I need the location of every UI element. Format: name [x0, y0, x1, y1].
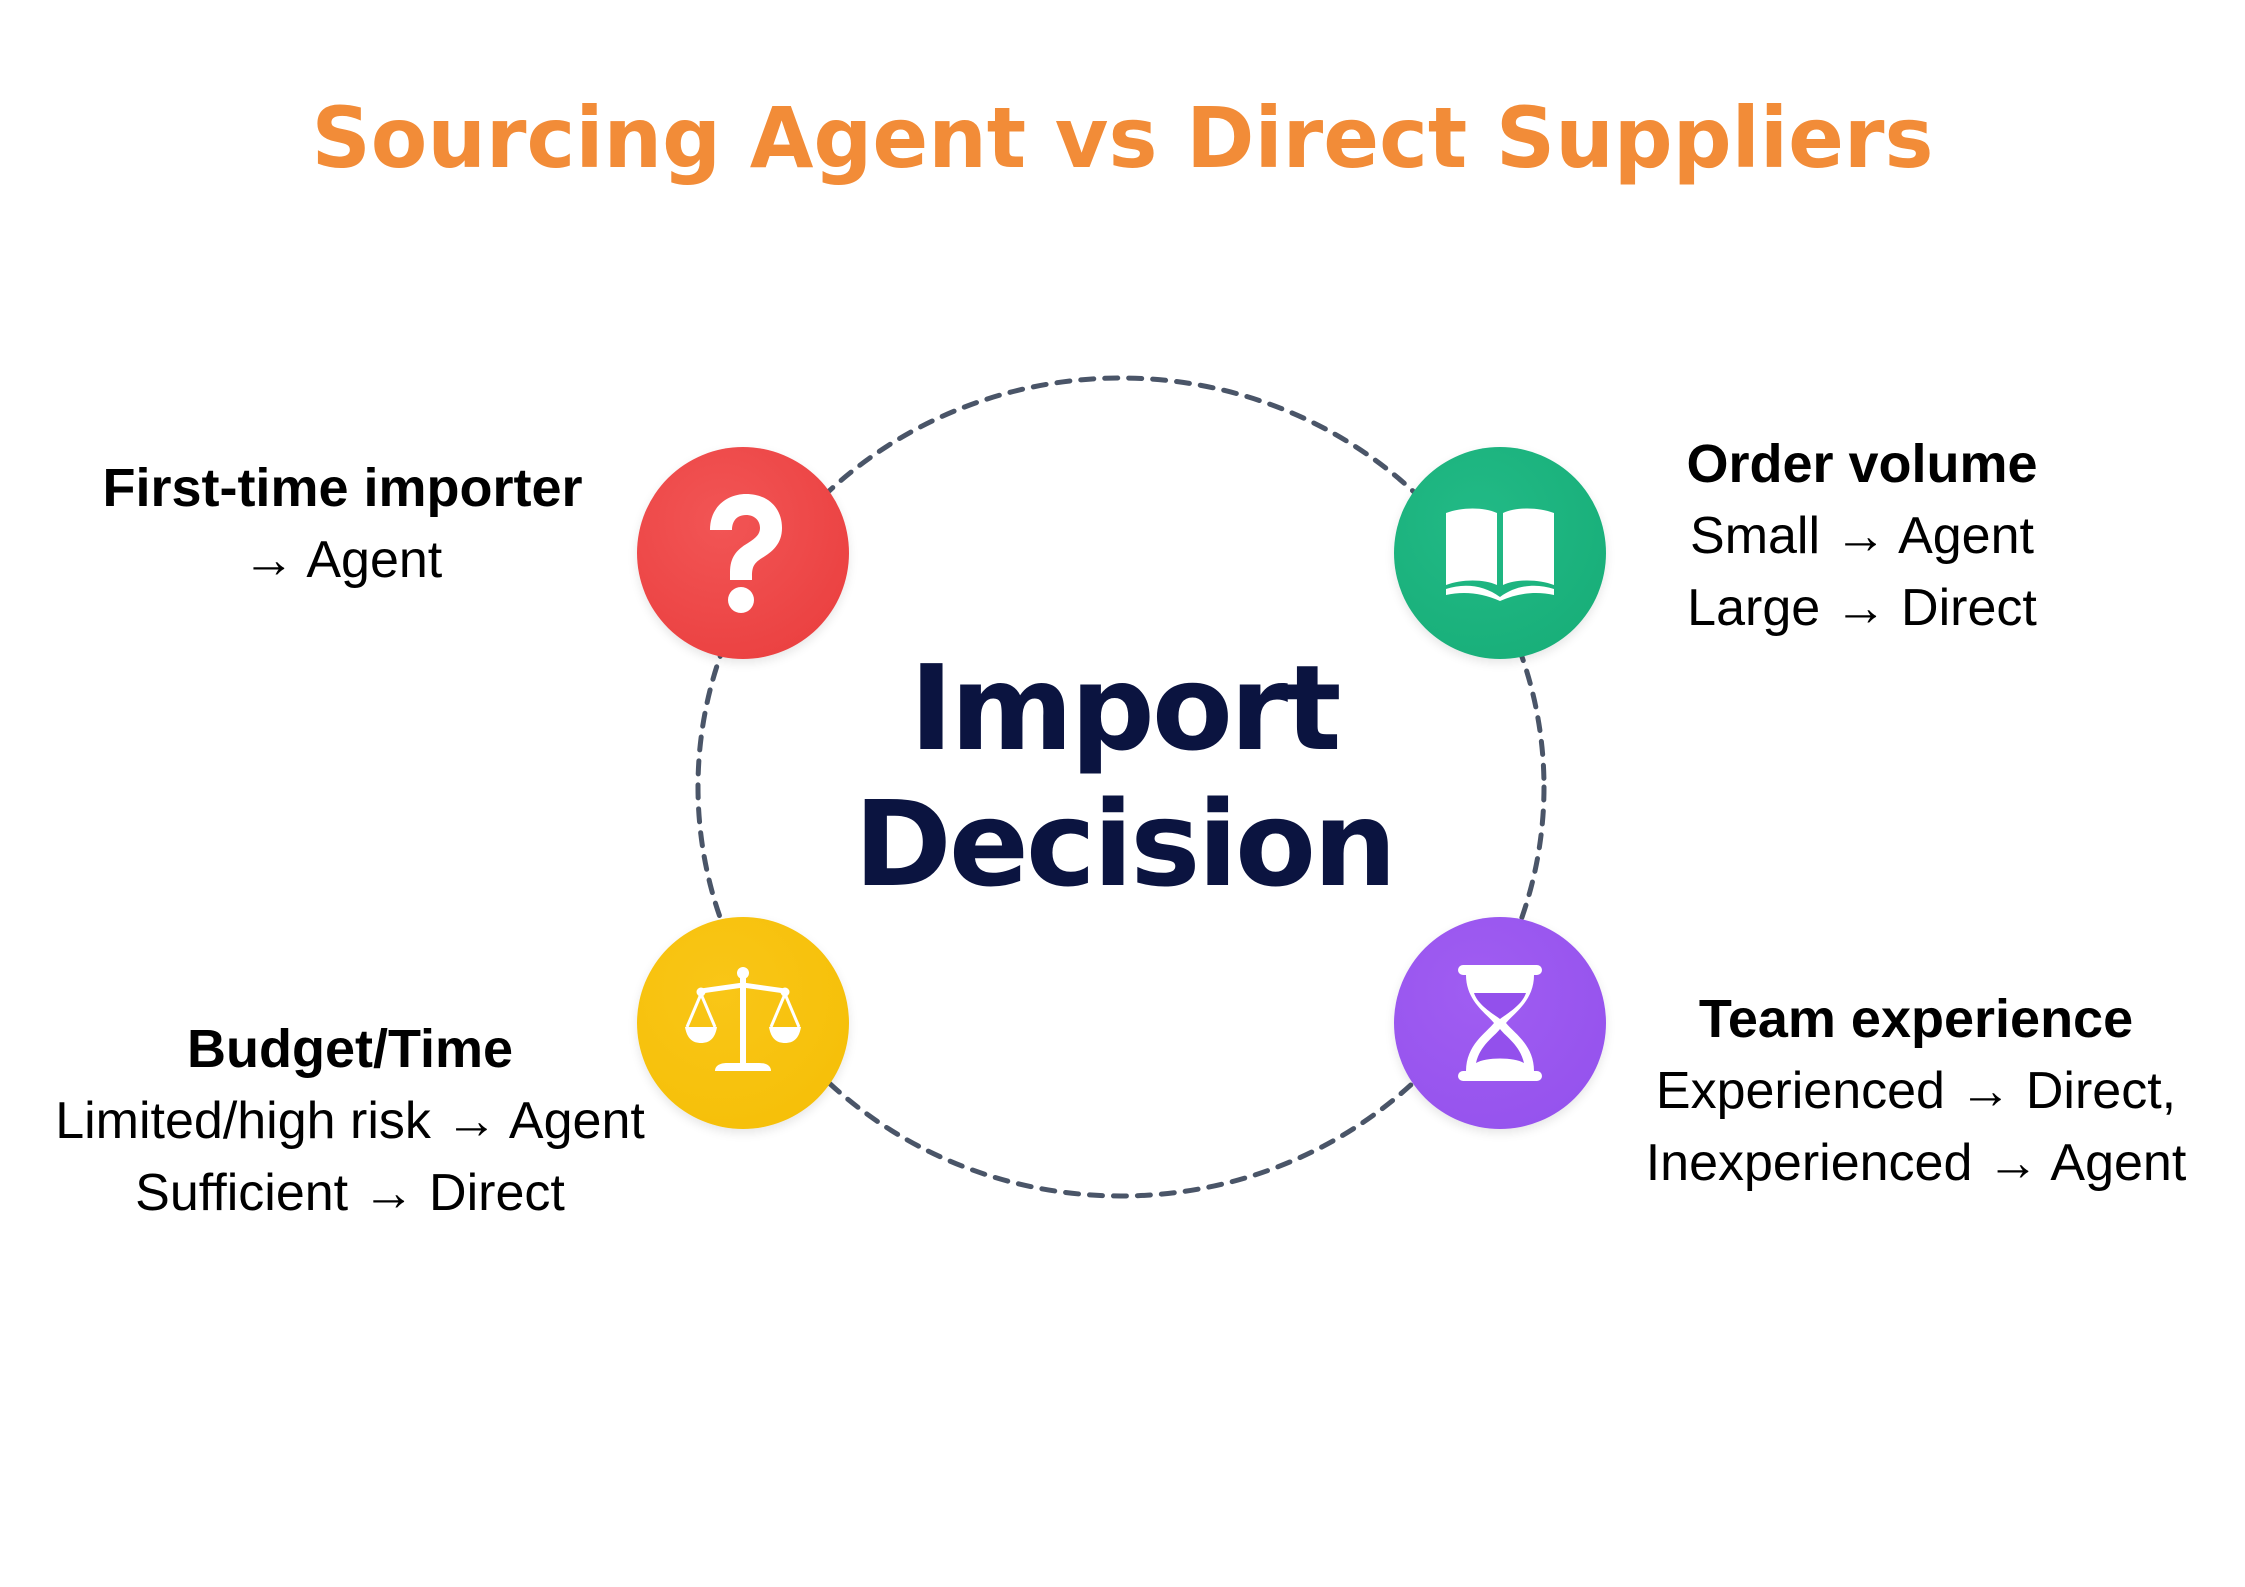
factor-heading: Budget/Time: [186, 1019, 514, 1079]
factor-line: Experienced → Direct,: [1655, 1062, 2177, 1120]
node-first-time-importer: [637, 447, 849, 659]
center-label-line1: Import: [909, 639, 1342, 777]
factor-line: Limited/high risk → Agent: [55, 1092, 645, 1150]
factor-team-experience: Team experience Experienced → Direct, In…: [1596, 983, 2236, 1199]
factor-line: Small → Agent: [1690, 507, 2034, 565]
factor-budget-time: Budget/Time Limited/high risk → Agent Su…: [20, 1013, 680, 1229]
center-label-line2: Decision: [853, 775, 1397, 913]
question-mark-icon: [710, 494, 782, 613]
factor-heading: Order volume: [1686, 434, 2038, 494]
page-title: Sourcing Agent vs Direct Suppliers: [311, 89, 1934, 187]
factor-line: Large → Direct: [1687, 579, 2037, 637]
factor-line: Sufficient → Direct: [135, 1164, 565, 1222]
factor-line: Inexperienced → Agent: [1645, 1134, 2187, 1192]
open-book-icon: [1446, 508, 1554, 601]
node-team-experience: [1394, 917, 1606, 1129]
factor-heading: First-time importer: [102, 458, 583, 518]
hourglass-icon: [1458, 965, 1542, 1081]
center-label: Import Decision: [760, 640, 1488, 912]
node-budget-time: [637, 917, 849, 1129]
node-order-volume: [1394, 447, 1606, 659]
factor-first-time-importer: First-time importer → Agent: [40, 452, 645, 596]
scales-icon: [685, 967, 801, 1071]
factor-order-volume: Order volume Small → Agent Large → Direc…: [1612, 428, 2112, 644]
factor-line: → Agent: [242, 531, 443, 589]
factor-heading: Team experience: [1698, 989, 2134, 1049]
